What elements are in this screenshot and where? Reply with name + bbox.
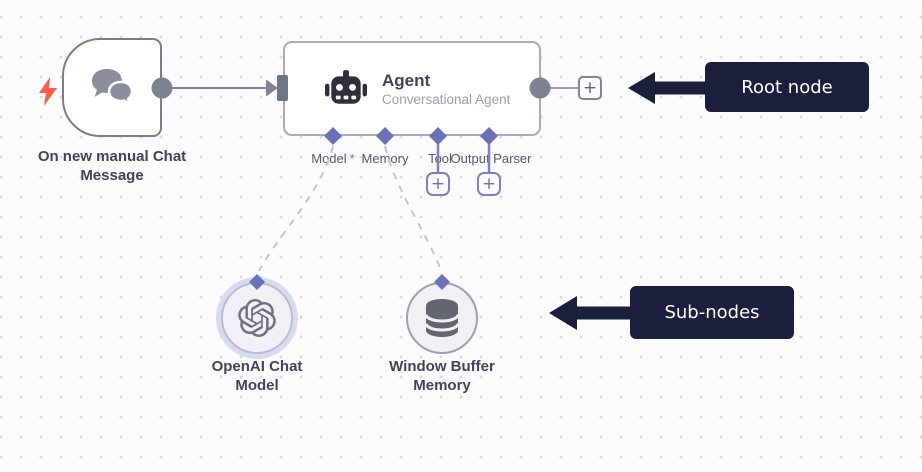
sub-nodes-annotation: Sub-nodes <box>630 286 794 339</box>
robot-icon <box>325 69 367 104</box>
sub-nodes-arrow-icon <box>549 296 632 330</box>
sub-nodes-annotation-label: Sub-nodes <box>664 302 760 323</box>
root-node-annotation-label: Root node <box>741 76 833 98</box>
required-asterisk: * <box>349 151 355 166</box>
connection-arrowhead-icon <box>266 79 278 97</box>
trigger-bolt-icon <box>39 77 57 106</box>
openai-icon <box>238 299 276 337</box>
agent-node[interactable]: Agent Conversational Agent <box>283 41 541 136</box>
chat-bubbles-icon <box>92 68 134 107</box>
openai-chat-model-node[interactable] <box>221 282 293 354</box>
agent-output-add-button[interactable]: + <box>578 76 602 100</box>
port-label-output-parser: Output Parser <box>450 151 532 166</box>
chat-trigger-node[interactable] <box>62 38 162 137</box>
window-buffer-memory-node[interactable] <box>406 282 478 354</box>
root-node-arrow-icon <box>628 72 707 104</box>
memory-node-label: Window Buffer Memory <box>389 358 495 394</box>
agent-node-title: Agent <box>382 70 431 90</box>
tool-add-button[interactable]: + <box>426 172 450 196</box>
agent-node-text: Agent Conversational Agent <box>382 70 510 108</box>
openai-node-label: OpenAI Chat Model <box>211 358 303 394</box>
trigger-node-label: On new manual Chat Message <box>37 148 187 184</box>
output-parser-add-button[interactable]: + <box>477 172 501 196</box>
root-node-annotation: Root node <box>705 62 869 112</box>
database-icon <box>424 299 460 337</box>
agent-node-subtitle: Conversational Agent <box>382 91 511 107</box>
